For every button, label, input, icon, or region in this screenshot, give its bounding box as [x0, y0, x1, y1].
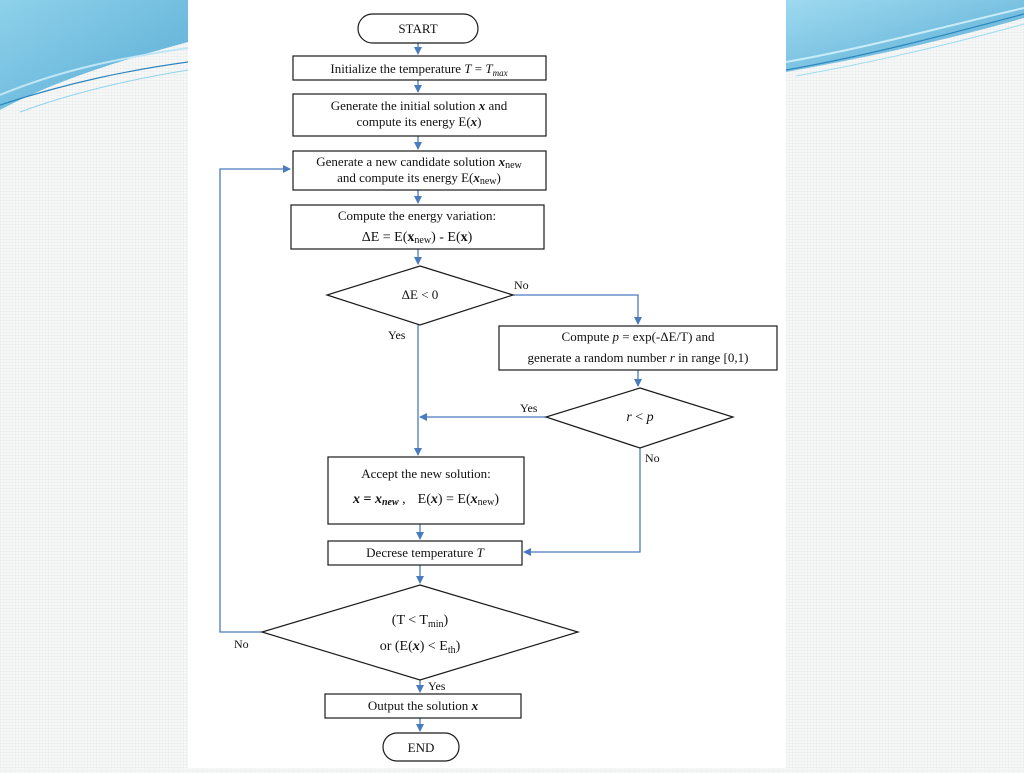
- decision-delta-e: ΔE < 0: [325, 265, 515, 326]
- simulated-annealing-flowchart: No Yes Yes No No Yes START Initialize th…: [219, 13, 778, 762]
- generate-candidate-line2: and compute its energy E(xnew): [337, 170, 501, 187]
- edge-rp-no: [523, 448, 641, 556]
- flowchart-panel: No Yes Yes No No Yes START Initialize th…: [188, 0, 786, 768]
- compute-probability-line1: Compute p = exp(-ΔE/T) and: [562, 329, 715, 344]
- edge-labels: No Yes Yes No No Yes: [234, 278, 660, 693]
- energy-variation-formula: ΔE = E(xnew) - E(x): [362, 230, 473, 246]
- edge-delta-no: [513, 294, 642, 325]
- start-label: START: [398, 21, 437, 36]
- label-delta-yes: Yes: [388, 328, 406, 342]
- compute-probability-box: Compute p = exp(-ΔE/T) and generate a ra…: [498, 325, 778, 371]
- decrease-temperature-text: Decrese temperature T: [366, 545, 484, 560]
- start-terminal: START: [357, 13, 479, 44]
- energy-variation-line1: Compute the energy variation:: [338, 208, 496, 223]
- end-label: END: [408, 740, 435, 755]
- output-solution-text: Output the solution x: [368, 698, 479, 713]
- generate-candidate-line1: Generate a new candidate solution xnew: [316, 154, 522, 171]
- init-temperature-text: Initialize the temperature T = Tmax: [330, 61, 507, 78]
- label-rp-no: No: [645, 451, 660, 465]
- generate-initial-line2: compute its energy E(x): [356, 114, 481, 129]
- decorative-wave-right: [786, 0, 1024, 77]
- label-stop-yes: Yes: [428, 679, 446, 693]
- decision-delta-e-label: ΔE < 0: [402, 287, 439, 302]
- decrease-temperature-box: Decrese temperature T: [327, 540, 523, 566]
- decision-stop-line1: (T < Tmin): [392, 613, 449, 630]
- energy-variation-box: Compute the energy variation: ΔE = E(xne…: [290, 204, 545, 250]
- init-temperature-box: Initialize the temperature T = Tmax: [292, 55, 547, 81]
- decorative-wave-left: [0, 0, 188, 113]
- edges: [219, 43, 642, 732]
- compute-probability-line2: generate a random number r in range [0,1…: [528, 350, 749, 365]
- accept-solution-box: Accept the new solution: x = xnew ,E(x) …: [327, 456, 525, 525]
- generate-initial-line1: Generate the initial solution x and: [331, 98, 508, 113]
- accept-solution-formula: x = xnew ,E(x) = E(xnew): [352, 492, 499, 508]
- edge-stop-no-loop: [219, 165, 291, 633]
- decision-r-less-p-label: r < p: [626, 410, 653, 425]
- decision-stop-line2: or (E(x) < Eth): [380, 639, 461, 656]
- label-delta-no: No: [514, 278, 529, 292]
- output-solution-box: Output the solution x: [324, 693, 522, 719]
- accept-solution-line1: Accept the new solution:: [361, 466, 491, 481]
- label-stop-no: No: [234, 637, 249, 651]
- decision-stop-condition: (T < Tmin) or (E(x) < Eth): [259, 584, 581, 681]
- label-rp-yes: Yes: [520, 401, 538, 415]
- decision-r-less-p: r < p: [544, 387, 735, 449]
- generate-candidate-box: Generate a new candidate solution xnew a…: [292, 150, 547, 191]
- generate-initial-box: Generate the initial solution x and comp…: [292, 93, 547, 137]
- end-terminal: END: [382, 732, 460, 762]
